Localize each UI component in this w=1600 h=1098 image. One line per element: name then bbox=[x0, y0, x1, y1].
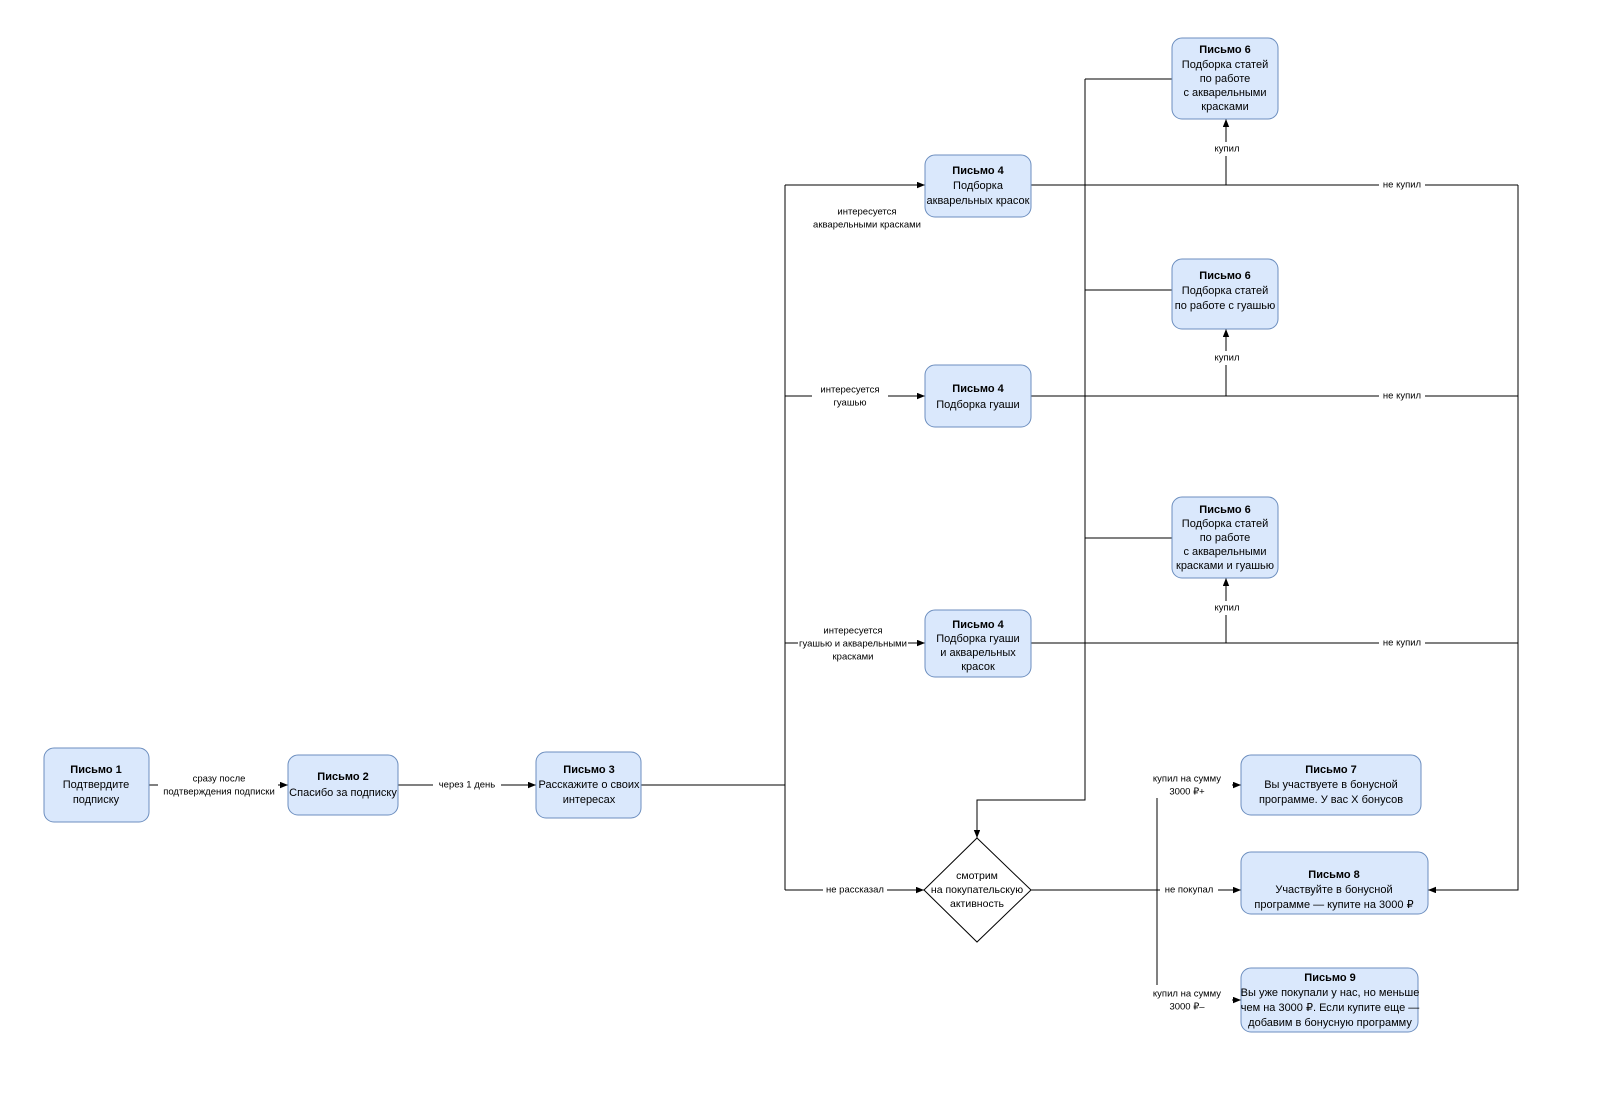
edge-label-not-purchased: не покупал bbox=[1165, 885, 1214, 896]
node-letter1[interactable]: Письмо 1 Подтвердите подписку bbox=[43, 747, 150, 823]
edge-label-not-bought-watercolor: не купил bbox=[1383, 180, 1421, 191]
node-letter9-box[interactable] bbox=[1240, 967, 1419, 1033]
node-letter4-both-line1: Подборка гуаши bbox=[936, 633, 1019, 645]
edge-label-interest-gouache-line2: гуашью bbox=[833, 398, 866, 409]
node-letter4-watercolor-title: Письмо 4 bbox=[952, 165, 1004, 177]
edge-label-not-bought-both: не купил bbox=[1383, 638, 1421, 649]
node-letter1-line1: Подтвердите bbox=[63, 779, 130, 791]
node-letter9[interactable]: Письмо 9 Вы уже покупали у нас, но меньш… bbox=[1240, 967, 1420, 1033]
node-decision-line3: активность bbox=[950, 898, 1005, 910]
node-letter4-both-box[interactable] bbox=[924, 609, 1032, 678]
node-letter8-line2: программе — купите на 3000 ₽ bbox=[1254, 899, 1413, 911]
node-letter4-both[interactable]: Письмо 4 Подборка гуаши и акварельных кр… bbox=[924, 609, 1032, 678]
node-letter6-watercolor-title: Письмо 6 bbox=[1199, 44, 1250, 56]
node-letter6-watercolor-line4: красками bbox=[1201, 101, 1248, 113]
edge-label-not-bought-gouache: не купил bbox=[1383, 391, 1421, 402]
node-letter3-title: Письмо 3 bbox=[563, 764, 614, 776]
node-letter2-box[interactable] bbox=[287, 754, 399, 816]
node-letter1-line2: подписку bbox=[73, 794, 120, 806]
node-letter6-both-line1: Подборка статей bbox=[1182, 518, 1268, 530]
node-letter3-box[interactable] bbox=[535, 751, 642, 819]
node-letter7-title: Письмо 7 bbox=[1305, 764, 1356, 776]
node-letter2-title: Письмо 2 bbox=[317, 771, 368, 783]
node-letter6-both-box[interactable] bbox=[1171, 496, 1279, 579]
node-letter6-watercolor-line2: по работе bbox=[1200, 73, 1251, 85]
node-letter1-title: Письмо 1 bbox=[70, 764, 121, 776]
edge-label-purchased-under-line1: купил на сумму bbox=[1153, 989, 1221, 1000]
node-letter4-both-line3: красок bbox=[961, 661, 995, 673]
edge-label-purchased-over-line2: 3000 ₽+ bbox=[1169, 787, 1205, 798]
node-letter4-gouache-title: Письмо 4 bbox=[952, 383, 1004, 395]
edge-label-bought-gouache: купил bbox=[1214, 353, 1239, 364]
node-letter4-both-title: Письмо 4 bbox=[952, 619, 1004, 631]
node-letter4-gouache-line1: Подборка гуаши bbox=[936, 399, 1019, 411]
edge-label-not-told: не рассказал bbox=[826, 885, 884, 896]
edge-label-interest-watercolor-line2: акварельными красками bbox=[813, 220, 921, 231]
node-letter8-title: Письмо 8 bbox=[1308, 869, 1359, 881]
node-letter6-gouache-line1: Подборка статей bbox=[1182, 285, 1268, 297]
node-letter4-watercolor-line1: Подборка bbox=[953, 180, 1004, 192]
node-letter4-gouache-box[interactable] bbox=[924, 364, 1032, 428]
edge-collector-vertical bbox=[973, 79, 1086, 838]
edge-label-bought-watercolor: купил bbox=[1214, 144, 1239, 155]
node-letter7[interactable]: Письмо 7 Вы участвуете в бонусной програ… bbox=[1240, 754, 1422, 816]
node-letter1-box[interactable] bbox=[43, 747, 150, 823]
node-letter4-both-line2: и акварельных bbox=[940, 647, 1016, 659]
node-letter9-title: Письмо 9 bbox=[1304, 972, 1355, 984]
node-letter8[interactable]: Письмо 8 Участвуйте в бонусной программе… bbox=[1240, 851, 1429, 915]
node-letter3-line2: интересах bbox=[563, 794, 616, 806]
node-decision[interactable]: смотрим на покупательскую активность bbox=[923, 837, 1032, 943]
edge-label-after-confirm-line1: сразу после bbox=[193, 774, 246, 785]
node-letter6-both-line2: по работе bbox=[1200, 532, 1251, 544]
node-decision-line2: на покупательскую bbox=[931, 884, 1023, 896]
node-letter6-both-title: Письмо 6 bbox=[1199, 504, 1250, 516]
node-letter6-gouache-box[interactable] bbox=[1171, 258, 1279, 330]
edge-label-purchased-over-line1: купил на сумму bbox=[1153, 774, 1221, 785]
node-letter6-both-line4: красками и гуашью bbox=[1176, 560, 1274, 572]
node-letter2-line1: Спасибо за подписку bbox=[289, 787, 397, 799]
edge-label-purchased-under-line2: 3000 ₽– bbox=[1169, 1002, 1205, 1013]
node-letter6-watercolor-box[interactable] bbox=[1171, 37, 1279, 120]
node-letter3[interactable]: Письмо 3 Расскажите о своих интересах bbox=[535, 751, 642, 819]
node-letter3-line1: Расскажите о своих bbox=[538, 779, 640, 791]
node-letter8-line1: Участвуйте в бонусной bbox=[1275, 884, 1392, 896]
node-letter4-gouache[interactable]: Письмо 4 Подборка гуаши bbox=[924, 364, 1032, 428]
node-letter2[interactable]: Письмо 2 Спасибо за подписку bbox=[287, 754, 399, 816]
node-letter9-line3: добавим в бонусную программу bbox=[1248, 1017, 1412, 1029]
node-letter6-watercolor-line3: с акварельными bbox=[1183, 87, 1266, 99]
edge-label-interest-watercolor-line1: интересуется bbox=[837, 207, 896, 218]
edge-label-interest-both-line3: красками bbox=[833, 652, 874, 663]
node-letter6-gouache-title: Письмо 6 bbox=[1199, 270, 1250, 282]
edge-labels-layer: сразу после подтверждения подписки через… bbox=[158, 142, 1425, 1013]
node-letter6-watercolor[interactable]: Письмо 6 Подборка статей по работе с акв… bbox=[1171, 37, 1279, 120]
node-letter4-watercolor-box[interactable] bbox=[924, 154, 1032, 218]
node-letter7-line1: Вы участвуете в бонусной bbox=[1264, 779, 1398, 791]
node-letter6-both-line3: с акварельными bbox=[1183, 546, 1266, 558]
edge-label-after-confirm-line2: подтверждения подписки bbox=[163, 787, 275, 798]
node-letter9-line2: чем на 3000 ₽. Если купите еще — bbox=[1241, 1002, 1420, 1014]
node-letter7-box[interactable] bbox=[1240, 754, 1422, 816]
node-letter4-watercolor-line2: акварельных красок bbox=[927, 195, 1030, 207]
node-letter4-watercolor[interactable]: Письмо 4 Подборка акварельных красок bbox=[924, 154, 1032, 218]
node-letter6-gouache[interactable]: Письмо 6 Подборка статей по работе с гуа… bbox=[1171, 258, 1279, 330]
node-letter6-watercolor-line1: Подборка статей bbox=[1182, 59, 1268, 71]
node-letter8-box[interactable] bbox=[1240, 851, 1429, 915]
edge-label-interest-both-line2: гуашью и акварельными bbox=[799, 639, 907, 650]
node-letter6-both[interactable]: Письмо 6 Подборка статей по работе с акв… bbox=[1171, 496, 1279, 579]
node-decision-diamond[interactable] bbox=[923, 837, 1032, 943]
node-letter9-line1: Вы уже покупали у нас, но меньше bbox=[1241, 987, 1420, 999]
edge-label-bought-both: купил bbox=[1214, 603, 1239, 614]
edge-label-interest-both-line1: интересуется bbox=[823, 626, 882, 637]
node-letter6-gouache-line2: по работе с гуашью bbox=[1175, 300, 1276, 312]
edge-notbought-to-letter8 bbox=[1428, 185, 1519, 894]
node-letter7-line2: программе. У вас X бонусов bbox=[1259, 794, 1403, 806]
edge-label-after-one-day: через 1 день bbox=[439, 780, 496, 791]
edge-label-interest-gouache-line1: интересуется bbox=[820, 385, 879, 396]
node-decision-line1: смотрим bbox=[956, 870, 998, 882]
